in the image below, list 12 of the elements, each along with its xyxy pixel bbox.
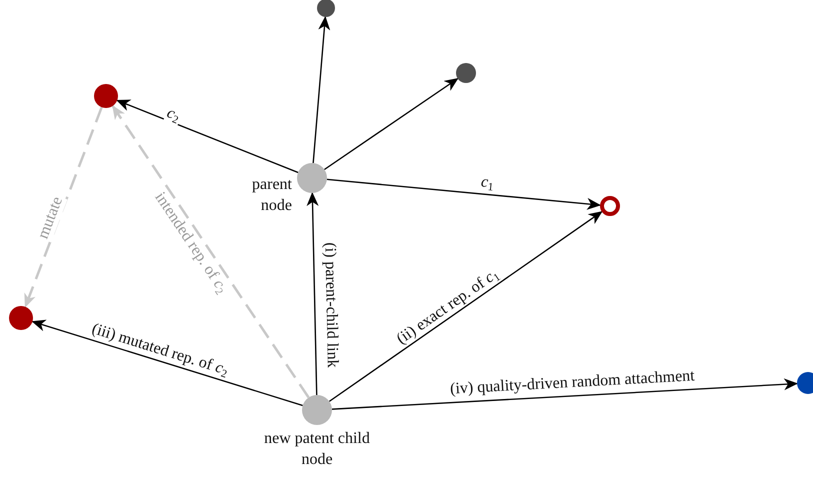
dashed-arrow — [112, 105, 310, 398]
node-caption: parent node — [251, 175, 292, 216]
arrow — [328, 211, 603, 402]
arrow — [116, 100, 298, 174]
arrow — [332, 378, 798, 410]
arrow — [326, 178, 601, 210]
arrow — [324, 78, 459, 170]
arrow — [312, 16, 330, 164]
node-caption: new patent child node — [263, 429, 371, 470]
edge-label: (i) parent-child link — [320, 241, 340, 369]
arrow — [32, 320, 303, 406]
arrow — [306, 192, 319, 396]
